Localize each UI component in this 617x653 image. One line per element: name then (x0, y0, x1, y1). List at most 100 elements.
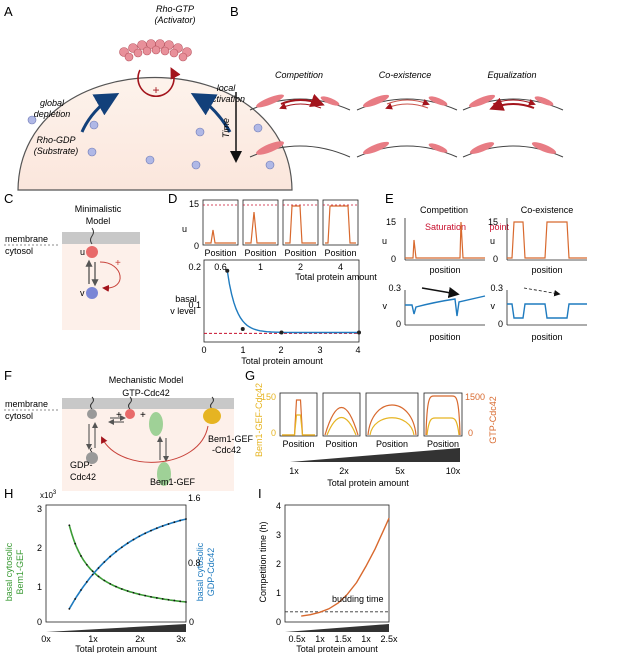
h-gdp-cdc42-dot-4 (91, 573, 94, 576)
e-competition-u15: 15 (386, 217, 396, 227)
h-gdp-cdc42-dot-20 (185, 518, 187, 520)
g-amount-2x: 2x (339, 466, 349, 476)
h-xtick-0: 0x (41, 634, 51, 644)
h-bem1-gef-dot-16 (161, 598, 164, 600)
panel-i: I Competition time (h) 4 3 2 1 0 budding… (258, 486, 398, 653)
panel-d-letter: D (168, 191, 177, 206)
d-position-label-1: Position (204, 248, 236, 258)
h-frame (45, 504, 187, 623)
d-v-level-line (226, 270, 359, 334)
rho-gtp-cluster (119, 39, 192, 62)
gtp-cdc42-molecule (125, 409, 135, 419)
d-top-tick-4: 4 (338, 262, 343, 272)
d-small-frame-4 (322, 199, 359, 246)
g-gtp-profile-3 (367, 404, 417, 436)
right-depletion-arrow (190, 93, 232, 133)
h-gdp-cdc42-dot-12 (138, 535, 141, 538)
d-xtick-3: 3 (317, 345, 322, 355)
i-ytick-1: 1 (276, 588, 281, 598)
gtp-cdc42-label: GTP-Cdc42 (122, 388, 170, 398)
g-frame-1 (279, 392, 318, 437)
h-bem1-gef-dot-15 (155, 597, 158, 599)
d-bottom-frame (203, 259, 360, 343)
h-right-axis-title-2: GDP-Cdc42 (206, 548, 216, 597)
panel-d: D u 15 0 Saturation point Position0.6Pos… (168, 191, 509, 366)
h-gdp-cdc42-dot-18 (173, 521, 176, 524)
complex-feedback-arrow (101, 425, 209, 463)
panel-c: C Minimalistic Model membrane cytosol u … (4, 191, 140, 330)
g-amount-10x: 10x (446, 466, 461, 476)
d-ytick-01: 0.1 (188, 300, 201, 310)
e-coexistence-u-profile (507, 221, 587, 259)
coexistence-t1 (356, 141, 458, 158)
panel-e-letter: E (385, 191, 394, 206)
d-small-frame-1 (202, 199, 239, 246)
global-label: global (40, 98, 65, 108)
h-bem1-gef-dot-17 (167, 598, 170, 601)
i-xtick-1: 1x (315, 634, 325, 644)
h-rtick-16: 1.6 (188, 493, 201, 503)
h-bem1-gef-dot-4 (91, 570, 94, 573)
e-coexistence-u15: 15 (488, 217, 498, 227)
h-bem1-gef-dot-6 (103, 579, 106, 582)
i-competition-time-line (301, 517, 390, 617)
panel-a: A Rho-GTP (Activator) + local activation… (4, 4, 293, 191)
competition-t0 (249, 93, 351, 111)
d-position-label-4: Position (324, 248, 356, 258)
rho-gdp-molecules (27, 115, 275, 170)
rho-gtp-label: Rho-GTP (156, 4, 194, 14)
g-frame-2 (322, 392, 361, 437)
h-gdp-cdc42-dot-1 (74, 598, 77, 600)
g-amount-5x: 5x (395, 466, 405, 476)
gdp-anchor-top (90, 396, 94, 410)
h-bem1-gef-dot-13 (144, 594, 147, 597)
d-u-profile-3 (285, 205, 316, 244)
e-coexistence-flux-arrow (523, 287, 561, 297)
g-r1500: 1500 (465, 392, 485, 402)
panel-b: B Competition Co-existence Equalization … (221, 4, 564, 163)
d-top-axis-title: Total protein amount (295, 272, 377, 282)
g-position-label-4: Position (427, 439, 459, 449)
i-ytick-4: 4 (276, 501, 281, 511)
point-label: point (489, 222, 509, 232)
panel-a-letter: A (4, 4, 13, 19)
e-coexistence-v03: 0.3 (490, 283, 503, 293)
e-coexistence-position-bottom: position (531, 332, 562, 342)
u-anchor (90, 227, 94, 245)
u-molecule (86, 246, 98, 258)
cytosol-area (62, 244, 140, 330)
h-gdp-cdc42-dot-3 (85, 581, 88, 583)
panel-h-letter: H (4, 486, 13, 501)
h-bem1-gef-dot-0 (68, 524, 71, 527)
h-ltick-2: 2 (37, 543, 42, 553)
h-ltick-3: 3 (37, 504, 42, 514)
d-ytick-02: 0.2 (188, 262, 201, 272)
h-left-axis-title-2: Bem1-GEF (15, 549, 25, 595)
local-label: local (217, 83, 237, 93)
i-series (285, 517, 390, 617)
e-competition-v-label: v (383, 301, 388, 311)
h-x-axis-title: Total protein amount (75, 644, 157, 653)
activation-plus: + (152, 83, 159, 97)
h-bem1-gef-dot-20 (185, 601, 187, 603)
g-position-label-2: Position (325, 439, 357, 449)
e-competition-v03: 0.3 (388, 283, 401, 293)
time-label: Time (221, 118, 231, 138)
d-small-frame-3 (282, 199, 319, 246)
d-v-level-point-4 (357, 330, 361, 335)
h-bem1-gef-dot-19 (179, 600, 182, 603)
i-x-axis-title: Total protein amount (296, 644, 378, 653)
d-xtick-4: 4 (355, 345, 360, 355)
i-xtick-05: 0.5x (288, 634, 306, 644)
cytosolic-gdp-cdc42 (86, 452, 98, 464)
h-gdp-cdc42-dot-11 (132, 538, 135, 541)
local-activation-loop (137, 67, 181, 97)
feedback-arrow (99, 261, 121, 292)
panel-g-letter: G (245, 368, 255, 383)
h-gdp-cdc42-dot-7 (109, 555, 112, 558)
d-v-level-point-1 (225, 268, 230, 273)
d-y0: 0 (194, 241, 199, 251)
e-competition-u-label: u (382, 236, 387, 246)
h-bem1-gef-dot-3 (85, 563, 88, 566)
